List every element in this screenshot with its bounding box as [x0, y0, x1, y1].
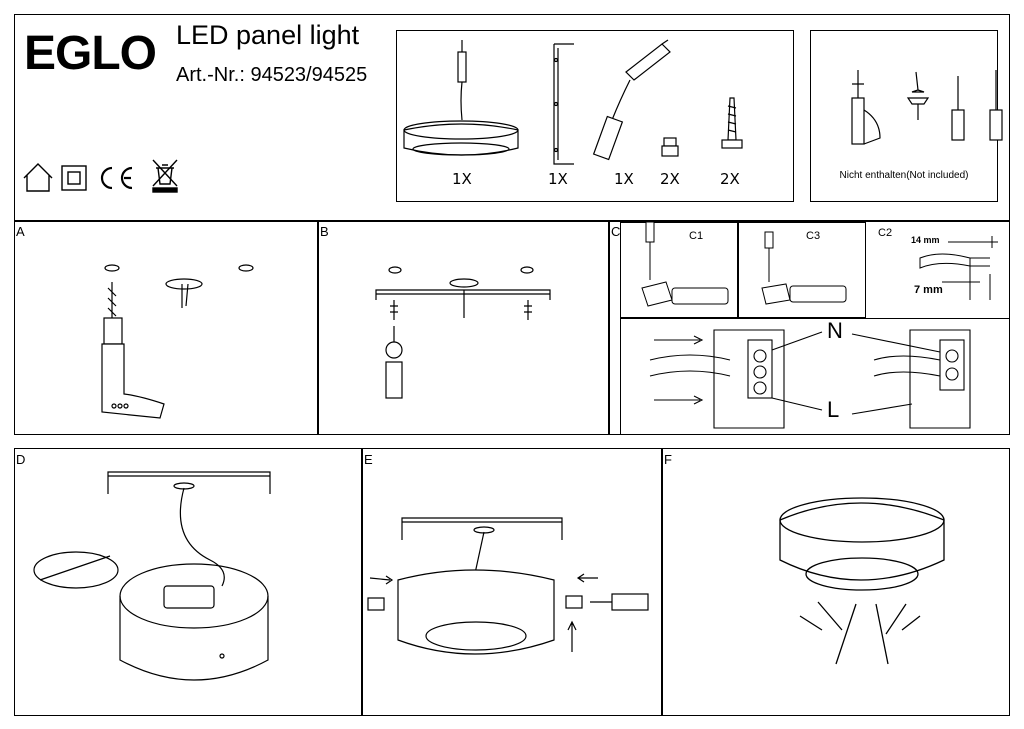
- step-label-c2: C2: [878, 227, 893, 239]
- terminal-l-label: L: [732, 378, 738, 388]
- step-label-c: C: [611, 224, 621, 239]
- step-label-a: A: [16, 224, 25, 239]
- header-frame: [14, 14, 1010, 221]
- step-e-frame: [362, 448, 662, 716]
- terminal-n-label-right: N: [918, 338, 925, 348]
- article-number: Art.-Nr.: 94523/94525: [176, 64, 368, 86]
- qty-bracket: 1X: [548, 170, 568, 188]
- neutral-label: N: [827, 318, 843, 343]
- step-b-frame: [318, 221, 609, 435]
- package-contents-frame: [396, 30, 794, 202]
- qty-wood-screw: 2X: [720, 170, 740, 188]
- not-included-note: Nicht enthalten(Not included): [839, 170, 969, 181]
- live-label: L: [827, 397, 840, 422]
- qty-panel: 1X: [452, 170, 472, 188]
- step-label-f: F: [664, 452, 672, 467]
- product-title: LED panel light: [176, 20, 360, 50]
- step-label-c1: C1: [689, 230, 704, 242]
- qty-side-screw: 2X: [660, 170, 680, 188]
- step-c3-frame: [738, 222, 866, 318]
- step-label-e: E: [364, 452, 373, 467]
- step-f-frame: [662, 448, 1010, 716]
- terminal-n-label: N: [732, 344, 739, 354]
- step-label-d: D: [16, 452, 26, 467]
- qty-driver: 1X: [614, 170, 634, 188]
- step-label-b: B: [320, 224, 329, 239]
- step-c1-frame: [620, 222, 738, 318]
- brand-logo: EGLO: [24, 27, 157, 80]
- step-label-c3: C3: [806, 230, 821, 242]
- step-a-frame: [14, 221, 318, 435]
- strip-length-14mm: 14 mm: [911, 235, 940, 245]
- step-d-frame: [14, 448, 362, 716]
- strip-length-7mm: 7 mm: [914, 284, 943, 296]
- wiring-frame: [620, 318, 1010, 435]
